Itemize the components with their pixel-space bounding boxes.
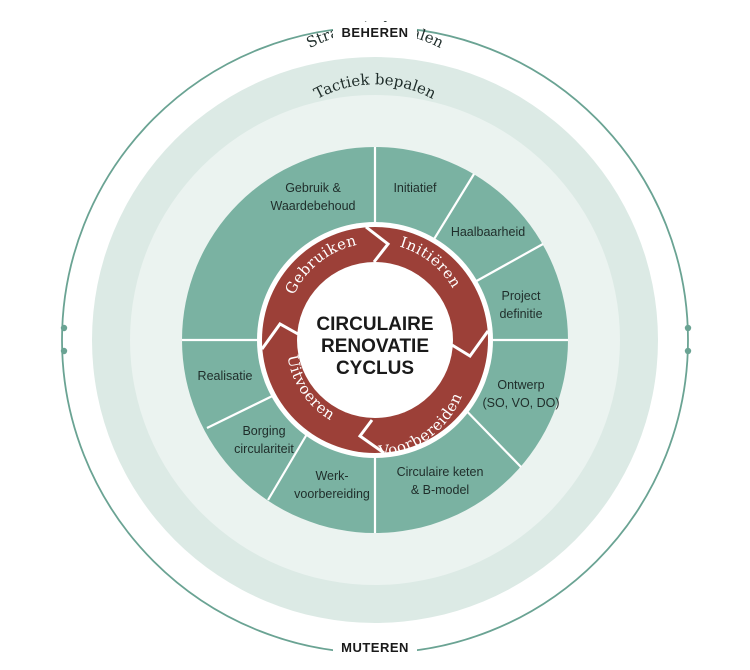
center-title-line3: CYCLUS	[336, 358, 414, 379]
segment-keten-line1: Circulaire keten	[397, 465, 484, 479]
bottom-label: MUTEREN	[341, 640, 409, 655]
left-marker-dot-bottom	[60, 347, 68, 355]
center-title-line2: RENOVATIE	[321, 336, 429, 357]
segment-ontwerp-line2: (SO, VO, DO)	[482, 396, 559, 410]
segment-borging-line2: circulariteit	[234, 442, 294, 456]
segment-project-line2: definitie	[499, 307, 542, 321]
segment-ontwerp-line1: Ontwerp	[497, 378, 544, 392]
segment-borging-line1: Borging	[242, 424, 285, 438]
segment-realisatie: Realisatie	[198, 369, 253, 383]
top-label: BEHEREN	[341, 25, 408, 40]
right-marker-dot-top	[684, 324, 692, 332]
right-marker-dot-bottom	[684, 347, 692, 355]
segment-haalbaarheid: Haalbaarheid	[451, 225, 525, 239]
center-title-line1: CIRCULAIRE	[316, 314, 433, 335]
segment-werk-line1: Werk-	[315, 469, 348, 483]
segment-gebruik-line1: Gebruik &	[285, 181, 341, 195]
segment-keten-line2: & B-model	[411, 483, 469, 497]
segment-initiatief: Initiatief	[393, 181, 437, 195]
segment-project-line1: Project	[502, 289, 541, 303]
left-marker-dot-top	[60, 324, 68, 332]
segment-werk-line2: voorbereiding	[294, 487, 370, 501]
center-circle	[297, 262, 453, 418]
segment-gebruik-line2: Waardebehoud	[270, 199, 355, 213]
